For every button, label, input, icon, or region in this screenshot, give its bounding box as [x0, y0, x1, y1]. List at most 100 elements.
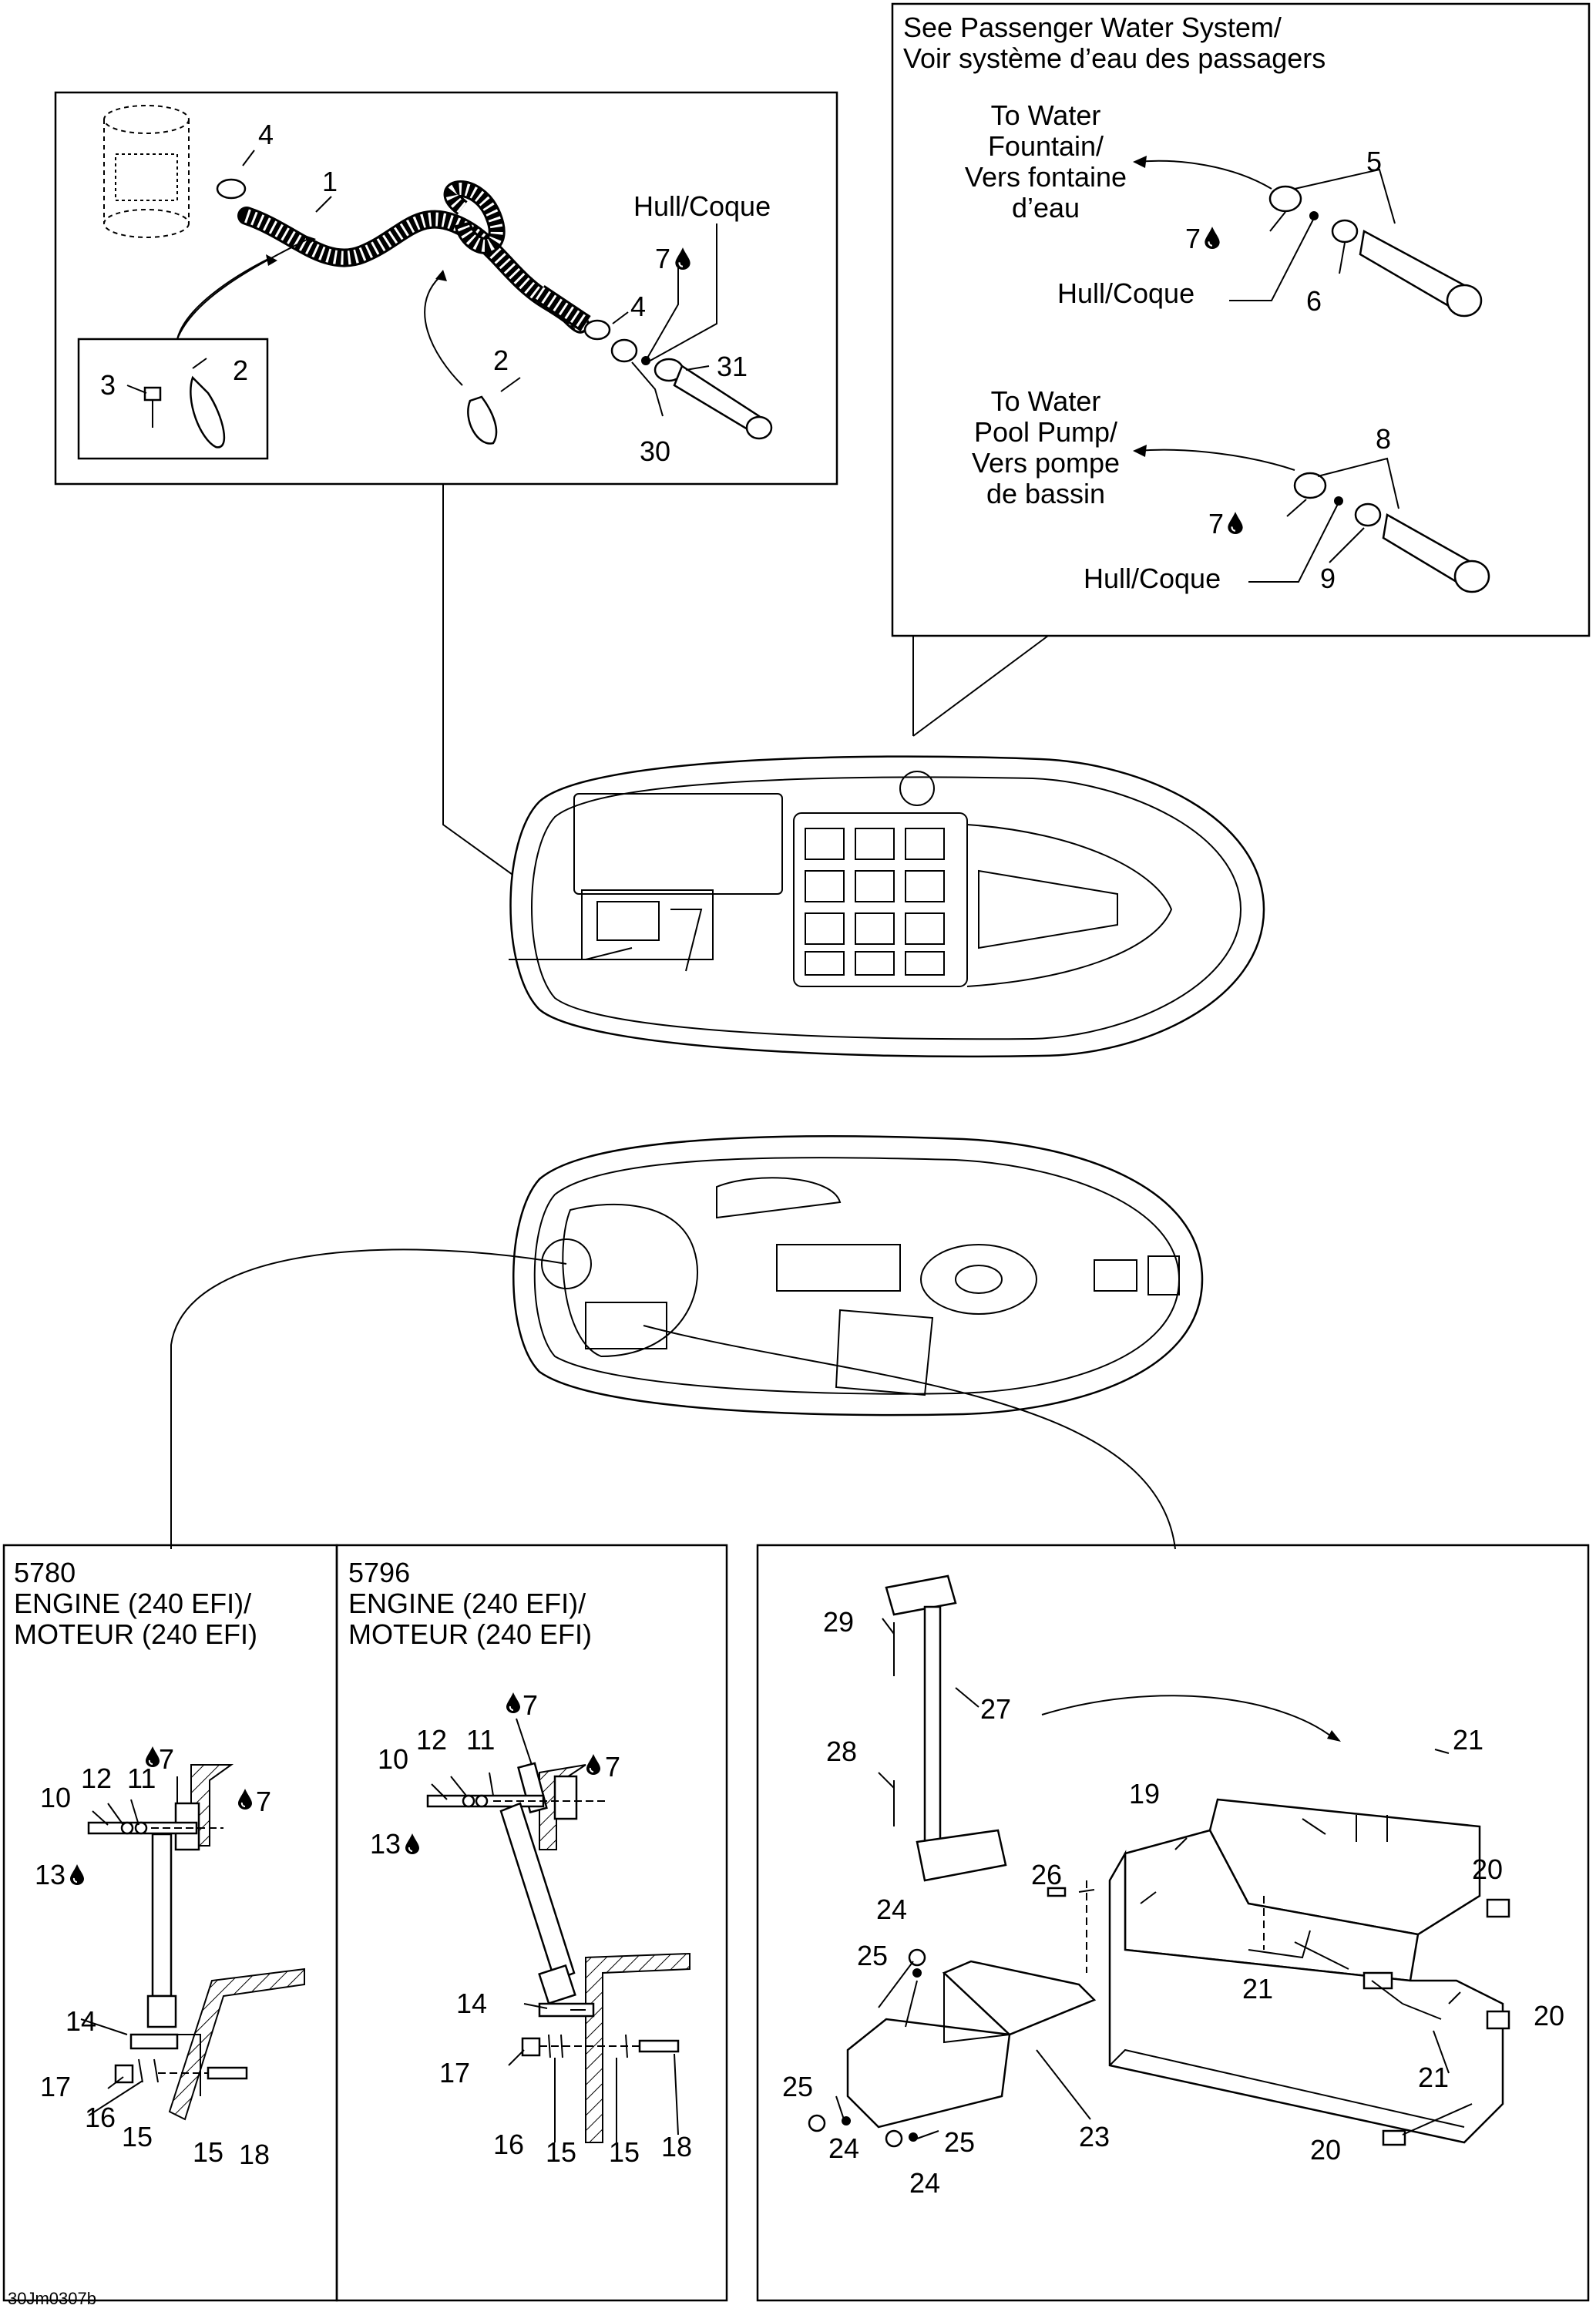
fountain-line2: Fountain/ — [988, 130, 1104, 162]
pool-pump-fitting-group: To Water Pool Pump/ Vers pompe de bassin… — [972, 385, 1490, 594]
callout-13: 13 — [35, 1859, 66, 1890]
callout-29: 29 — [823, 1606, 854, 1638]
passenger-water-panel: See Passenger Water System/ Voir système… — [891, 2, 1591, 637]
storage-tray-panel: 29 27 28 21 19 26 20 24 25 21 20 21 25 2… — [756, 1544, 1590, 2302]
callout-7: 7 — [256, 1786, 271, 1817]
callout-13: 13 — [370, 1828, 401, 1860]
callout-2: 2 — [493, 344, 509, 376]
sealant-drop-icon — [1227, 511, 1244, 534]
pool-line2: Pool Pump/ — [974, 416, 1117, 448]
panel-header-line1: See Passenger Water System/ — [903, 12, 1282, 43]
callout-5: 5 — [1366, 146, 1382, 177]
callout-14: 14 — [456, 1988, 487, 2019]
sealant-drop-icon — [1204, 226, 1221, 249]
callout-30: 30 — [640, 435, 670, 467]
fountain-line4: d’eau — [1012, 192, 1080, 223]
callout-24: 24 — [909, 2167, 940, 2199]
bilge-hose-panel: 4 1 2 3 2 4 7 Hull/Coque 31 30 — [54, 91, 838, 486]
support-post-drawing — [885, 1574, 1007, 1882]
sealant-drop-icon — [586, 1753, 601, 1775]
callout-20: 20 — [1310, 2134, 1341, 2166]
callout-16: 16 — [85, 2102, 116, 2133]
callout-16: 16 — [493, 2129, 524, 2160]
callout-26: 26 — [1031, 1859, 1062, 1890]
callout-18: 18 — [661, 2131, 692, 2162]
callout-4: 4 — [630, 291, 646, 322]
callout-8: 8 — [1376, 423, 1391, 455]
callout-21: 21 — [1418, 2062, 1449, 2093]
callout-10: 10 — [378, 1743, 408, 1775]
callout-21: 21 — [1242, 1973, 1273, 2005]
figure-code: 30Jm0307b — [8, 2289, 96, 2308]
callout-24: 24 — [828, 2132, 859, 2164]
callout-7: 7 — [1208, 508, 1224, 539]
pool-line1: To Water — [991, 385, 1101, 417]
callout-14: 14 — [66, 2005, 96, 2037]
callout-19: 19 — [1129, 1778, 1160, 1810]
model-number: 5780 — [14, 1557, 76, 1588]
fountain-hull-label: Hull/Coque — [1057, 277, 1194, 309]
callout-20: 20 — [1472, 1853, 1503, 1885]
pool-line3: Vers pompe — [972, 447, 1120, 479]
callout-18: 18 — [239, 2139, 270, 2170]
callout-28: 28 — [826, 1736, 857, 1767]
callout-2: 2 — [233, 355, 248, 386]
callout-25: 25 — [944, 2126, 975, 2158]
callout-24: 24 — [876, 1894, 907, 1925]
callout-21: 21 — [1453, 1724, 1483, 1756]
engine-line1: ENGINE (240 EFI)/ — [348, 1588, 586, 1619]
callout-25: 25 — [782, 2071, 813, 2102]
callout-15: 15 — [122, 2121, 153, 2152]
fountain-line1: To Water — [991, 99, 1101, 131]
callout-23: 23 — [1079, 2121, 1110, 2152]
engine-line1: ENGINE (240 EFI)/ — [14, 1588, 251, 1619]
engine-5780-panel: 5780 ENGINE (240 EFI)/ MOTEUR (240 EFI) … — [2, 1544, 338, 2302]
small-tray-drawing — [846, 1960, 1097, 2129]
callout-7: 7 — [655, 243, 670, 274]
callout-4: 4 — [258, 119, 274, 150]
callout-12: 12 — [416, 1724, 447, 1756]
model-number: 5796 — [348, 1557, 410, 1588]
callout-6: 6 — [1306, 285, 1322, 317]
callout-7: 7 — [1185, 223, 1201, 254]
callout-15: 15 — [609, 2136, 640, 2168]
engine-5796-panel: 5796 ENGINE (240 EFI)/ MOTEUR (240 EFI) … — [335, 1544, 728, 2302]
corrugated-hose-drawing — [237, 180, 591, 334]
callout-17: 17 — [40, 2071, 71, 2102]
callout-11: 11 — [466, 1724, 495, 1756]
fountain-line3: Vers fontaine — [965, 161, 1127, 193]
hose-clamp-drawing — [216, 178, 247, 200]
sealant-drop-icon — [69, 1863, 85, 1885]
callout-7: 7 — [159, 1743, 174, 1775]
callout-27: 27 — [980, 1693, 1011, 1725]
sealant-drop-icon — [674, 247, 691, 270]
callout-25: 25 — [857, 1940, 888, 1971]
callout-7: 7 — [522, 1689, 538, 1721]
sealant-drop-icon — [506, 1692, 521, 1713]
engine-line2: MOTEUR (240 EFI) — [348, 1618, 592, 1650]
pool-hull-label: Hull/Coque — [1084, 563, 1221, 594]
callout-15: 15 — [546, 2136, 576, 2168]
callout-31: 31 — [717, 351, 748, 382]
callout-3: 3 — [100, 369, 116, 401]
callout-12: 12 — [81, 1763, 112, 1794]
boat-deck-view — [509, 755, 1265, 1058]
storage-tray-drawing — [1108, 1798, 1504, 2144]
hull-label: Hull/Coque — [633, 190, 771, 222]
boat-hull-view — [512, 1135, 1204, 1416]
callout-20: 20 — [1534, 2000, 1564, 2031]
callout-11: 11 — [127, 1763, 156, 1794]
bilge-pump-drawing — [103, 105, 190, 238]
panel-header-line2: Voir système d’eau des passagers — [903, 42, 1326, 74]
sealant-drop-icon — [237, 1788, 253, 1810]
engine-line2: MOTEUR (240 EFI) — [14, 1618, 257, 1650]
callout-17: 17 — [439, 2057, 470, 2089]
callout-1: 1 — [322, 166, 338, 197]
fountain-fitting-group: To Water Fountain/ Vers fontaine d’eau 5… — [965, 99, 1483, 318]
callout-7: 7 — [605, 1751, 620, 1783]
sealant-drop-icon — [405, 1833, 420, 1854]
callout-15: 15 — [193, 2136, 223, 2168]
callout-10: 10 — [40, 1782, 71, 1813]
callout-9: 9 — [1320, 563, 1336, 594]
